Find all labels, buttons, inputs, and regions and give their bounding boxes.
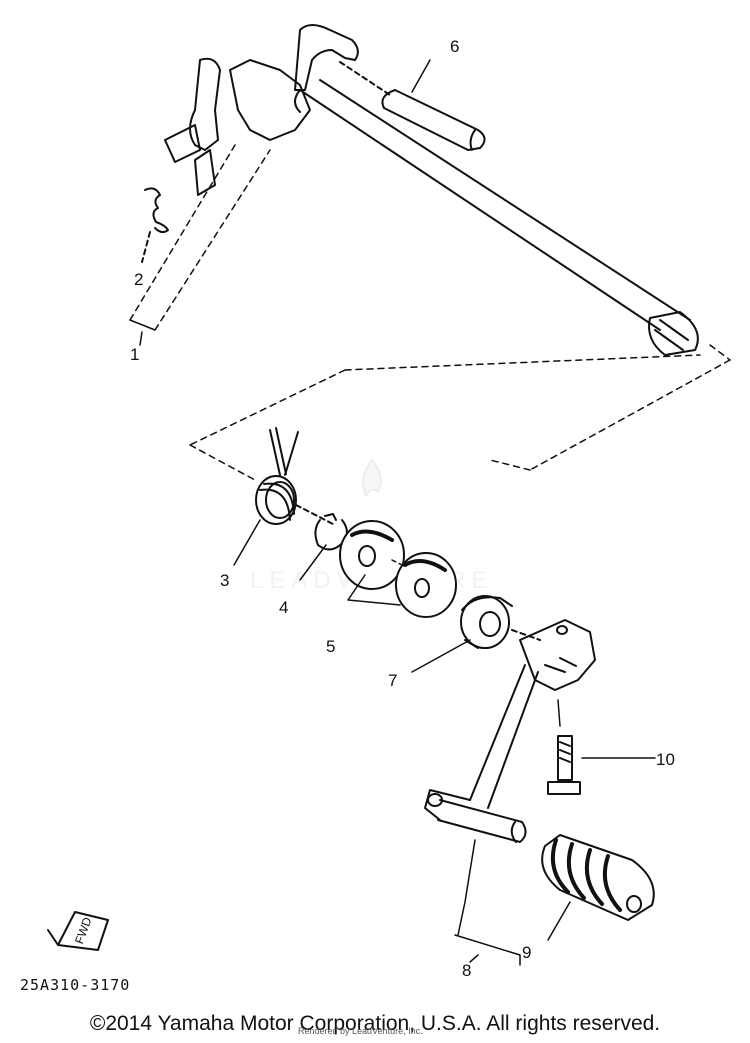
callout-3: 3 [220, 571, 229, 590]
copyright-notice: ©2014 Yamaha Motor Corporation, U.S.A. A… [89, 1012, 661, 1035]
diagram-code: 25A310-3170 [20, 976, 131, 994]
shift-lever-part-8 [424, 619, 596, 936]
callout-1: 1 [130, 345, 139, 364]
foot-rubber-part-9 [541, 834, 655, 941]
callout-9: 9 [522, 943, 531, 962]
spring-part-2 [141, 187, 169, 263]
callout-6: 6 [450, 37, 459, 56]
fwd-arrow-icon: FWD [47, 911, 109, 951]
callout-7: 7 [388, 671, 397, 690]
torsion-spring-part-3 [233, 427, 336, 566]
callout-8: 8 [462, 961, 471, 980]
callout-10: 10 [656, 750, 675, 769]
callout-5: 5 [326, 637, 335, 656]
watermark-subtext: Rendered by LeadVenture, Inc. [298, 1026, 423, 1036]
assembly-guide [189, 344, 731, 481]
leader-part-5 [347, 574, 401, 606]
callout-4: 4 [279, 598, 288, 617]
shift-shaft-part-1 [164, 24, 699, 356]
washer-part-5b [395, 552, 457, 618]
pin-part-6 [339, 59, 486, 151]
bushing-part-7 [411, 595, 541, 673]
bolt-part-10 [547, 699, 656, 795]
callout-2: 2 [134, 270, 143, 289]
circlip-part-4 [299, 513, 348, 581]
washer-part-5a [339, 520, 405, 590]
leader-part-8-9 [454, 934, 521, 966]
leader-part-1 [129, 144, 271, 346]
